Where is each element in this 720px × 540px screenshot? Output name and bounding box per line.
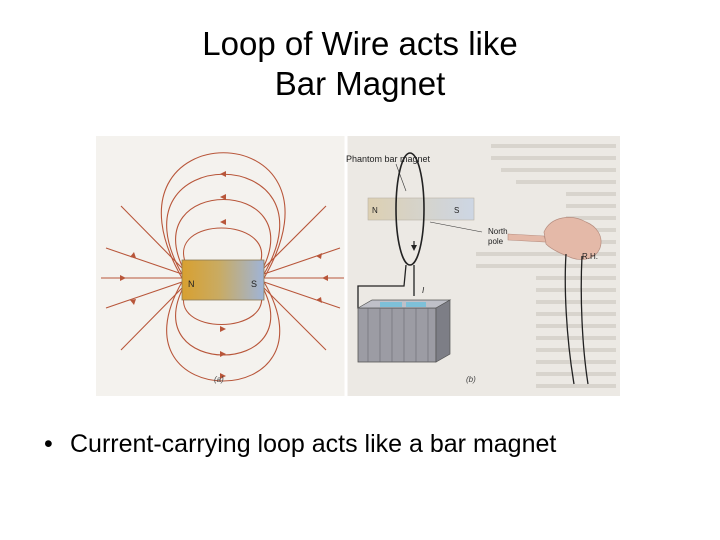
bullet-point: • Current-carrying loop acts like a bar m… bbox=[44, 430, 556, 459]
title-line-1: Loop of Wire acts like bbox=[202, 25, 518, 62]
hand-label: R.H. bbox=[582, 252, 598, 261]
magnet-south-label: S bbox=[251, 279, 257, 289]
bar-magnet bbox=[181, 259, 265, 301]
battery bbox=[356, 299, 452, 363]
field-arrows bbox=[120, 171, 328, 379]
current-label: I bbox=[422, 286, 425, 295]
wire-loop bbox=[395, 152, 425, 266]
phantom-magnet-label: Phantom bar magnet bbox=[346, 154, 431, 164]
background-text-lines bbox=[476, 144, 616, 388]
phantom-north-label: N bbox=[372, 206, 378, 215]
bullet-symbol: • bbox=[44, 430, 53, 458]
panel-a-caption: (a) bbox=[214, 375, 224, 384]
textbook-figure: N S (a) Phantom bar magnet N S I North p… bbox=[96, 136, 620, 396]
phantom-bar-magnet bbox=[367, 197, 475, 221]
north-pole-leader bbox=[429, 221, 483, 233]
magnet-north-label: N bbox=[188, 279, 195, 289]
wire-left-lead bbox=[357, 264, 407, 308]
bullet-text: Current-carrying loop acts like a bar ma… bbox=[70, 430, 557, 458]
north-pole-label-line1: North bbox=[488, 227, 508, 236]
phantom-south-label: S bbox=[454, 206, 459, 215]
figure-svg: N S (a) Phantom bar magnet N S I North p… bbox=[96, 136, 620, 396]
north-pole-label-line2: pole bbox=[488, 237, 504, 246]
title-line-2: Bar Magnet bbox=[274, 65, 446, 102]
panel-b-caption: (b) bbox=[466, 375, 476, 384]
right-hand-illustration bbox=[507, 217, 602, 385]
phantom-label-leader bbox=[395, 163, 407, 192]
slide-title: Loop of Wire acts like Bar Magnet bbox=[0, 24, 720, 104]
